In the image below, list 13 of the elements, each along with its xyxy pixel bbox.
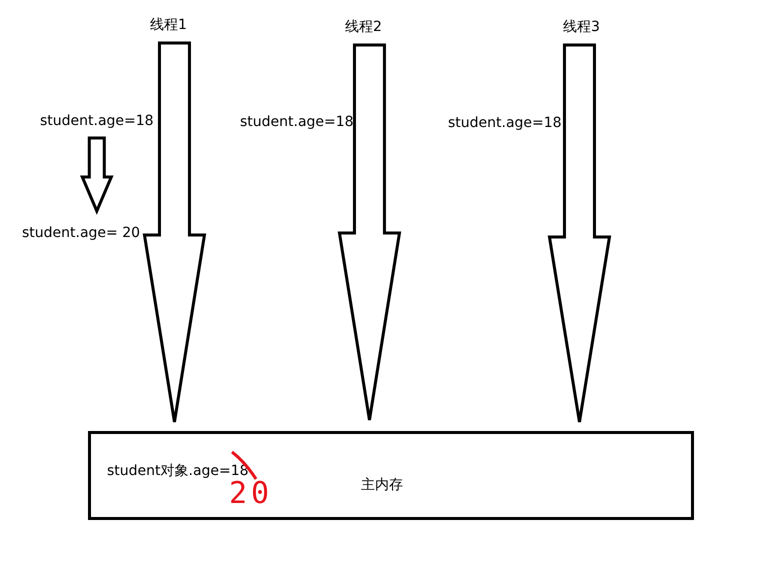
variable-text: student.age=18: [448, 115, 562, 131]
thread-label: 线程3: [563, 18, 600, 36]
block-arrow: [548, 44, 612, 424]
thread-label: 线程2: [345, 18, 382, 36]
variable-text: student.age=18: [240, 114, 354, 130]
variable-text: student.age=18: [40, 113, 154, 129]
block-arrow: [338, 44, 402, 422]
main-memory-box: [88, 431, 694, 520]
memory-label: 主内存: [361, 476, 403, 494]
block-arrow: [142, 42, 206, 424]
variable-text: student.age= 20: [22, 225, 140, 241]
thread-label: 线程1: [150, 16, 187, 34]
block-arrow: [80, 136, 114, 215]
